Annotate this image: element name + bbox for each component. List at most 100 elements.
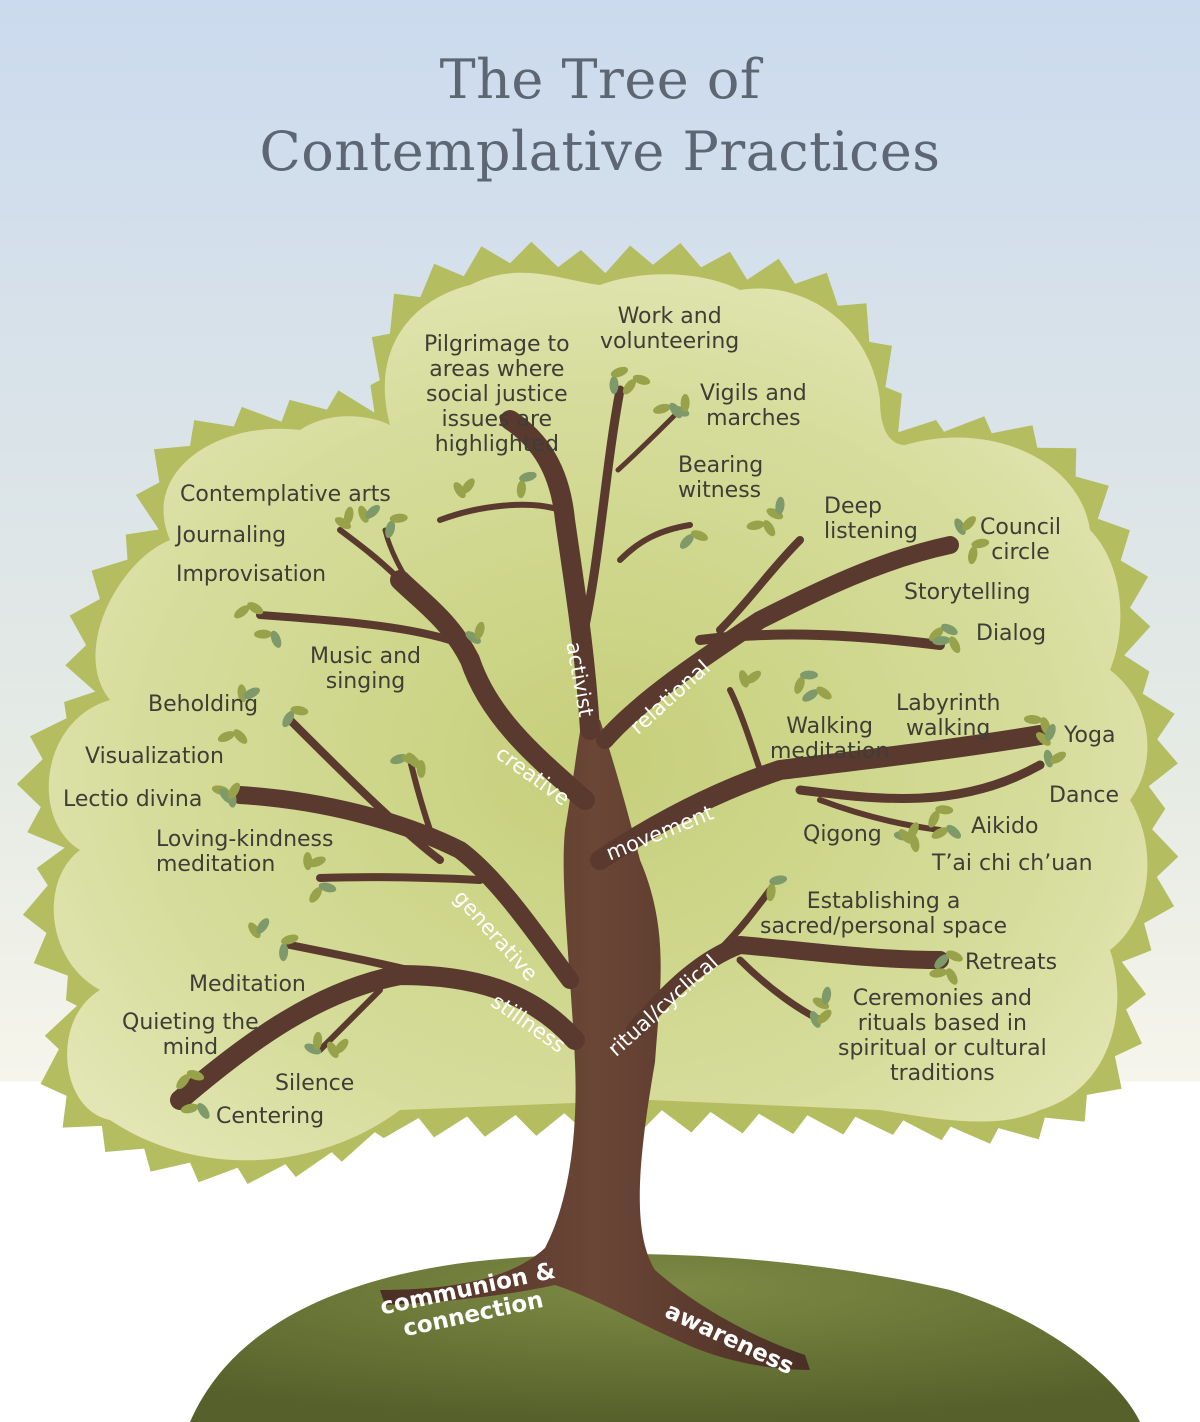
label-bearing-witness: Bearing witness: [678, 453, 763, 503]
leaf: [745, 670, 762, 684]
leaf: [794, 676, 805, 694]
leaf: [402, 754, 420, 765]
title-line-1: The Tree of: [439, 48, 761, 111]
branch-bearing: [617, 522, 693, 563]
branch-relational-2: [695, 629, 945, 650]
label-line: Quieting the: [122, 1010, 259, 1035]
branch-stillness: [170, 965, 585, 1110]
leaf: [309, 887, 322, 903]
leaf: [313, 1031, 323, 1050]
leaf: [968, 546, 978, 565]
branch-vigils: [615, 407, 683, 473]
branch-generative-4: [407, 757, 433, 833]
leaf: [1045, 723, 1056, 742]
label-line: Music and: [310, 644, 421, 669]
tree-trunk: [380, 720, 810, 1370]
branch-activist: [500, 410, 600, 740]
leaf: [809, 1010, 821, 1028]
branch-generative-2: [286, 716, 444, 864]
leaf: [610, 366, 629, 378]
leaf: [308, 856, 326, 868]
branch-stillness-2: [286, 941, 444, 982]
branch-activist-up: [577, 385, 625, 645]
leaf: [233, 729, 248, 744]
label-dialog: Dialog: [976, 621, 1047, 646]
branch-relational: [596, 536, 959, 749]
branch-ritual: [626, 936, 949, 1039]
leaf: [228, 782, 241, 799]
label-line: witness: [678, 478, 762, 503]
leaf: [385, 520, 396, 539]
label-deep-listening: Deep listening: [824, 494, 918, 544]
label-storytelling: Storytelling: [904, 580, 1031, 605]
leaf: [946, 968, 958, 985]
label-labyrinth-walking: Labyrinth walking: [896, 691, 1000, 741]
leaf: [453, 482, 466, 499]
leaf: [247, 602, 264, 615]
label-quieting-mind: Quieting the mind: [122, 1010, 259, 1060]
label-line: Loving-kindness: [156, 827, 334, 852]
label-line: sacred/personal space: [760, 914, 1008, 939]
leaf: [290, 705, 309, 716]
leaf: [775, 496, 785, 515]
leaf: [934, 954, 949, 969]
leaf: [935, 805, 954, 815]
label-yoga: Yoga: [1064, 723, 1116, 748]
leaf: [932, 636, 951, 646]
leaf: [1050, 751, 1067, 764]
tree-trunk-and-branches: [170, 385, 1050, 1370]
label-lectio-divina: Lectio divina: [63, 787, 203, 812]
branch-movement-4: [727, 687, 763, 773]
label-line: listening: [824, 519, 918, 544]
leaf: [270, 630, 282, 648]
leaf: [279, 943, 289, 962]
leaf: [898, 829, 913, 844]
leaf: [254, 629, 273, 639]
label-line: Council: [980, 515, 1062, 540]
leaf: [766, 508, 784, 520]
label-loving-kindness: Loving-kindness meditation: [156, 827, 333, 877]
label-line: areas where: [429, 357, 565, 382]
label-retreats: Retreats: [965, 950, 1058, 975]
label-line: Ceremonies and: [852, 986, 1033, 1011]
label-ceremonies: Ceremonies and rituals based in spiritua…: [838, 986, 1047, 1086]
branch-creative: [390, 570, 595, 810]
leaf: [954, 518, 966, 535]
leaf: [197, 1102, 210, 1119]
label-walking-meditation: Walking meditation: [770, 714, 889, 764]
leaf: [746, 520, 765, 531]
leaf: [941, 623, 958, 636]
leaf: [234, 605, 250, 619]
leaf: [907, 822, 919, 839]
leaf: [928, 627, 944, 642]
label-vigils: Vigils and marches: [700, 381, 807, 431]
label-beholding: Beholding: [148, 692, 259, 717]
leaf: [946, 824, 962, 839]
branch-creative-3: [337, 527, 403, 583]
leaf: [326, 1041, 339, 1059]
label-line: Pilgrimage to: [424, 332, 570, 357]
leaf: [622, 379, 636, 395]
leaf: [680, 393, 690, 412]
leaf: [318, 882, 337, 893]
label-music-singing: Music and singing: [310, 644, 421, 694]
leaf: [802, 689, 819, 702]
label-line: Labyrinth: [896, 691, 1001, 716]
label-taichi: T’ai chi ch’uan: [932, 851, 1093, 876]
label-line: circle: [991, 540, 1050, 565]
leaf: [461, 478, 475, 494]
label-line: marches: [706, 406, 801, 431]
leaf: [281, 934, 299, 945]
branch-movement: [590, 725, 1050, 870]
leaf: [243, 687, 260, 699]
leaf: [474, 621, 485, 640]
branch-ritual-2: [716, 886, 774, 954]
label-sacred-space: Establishing a sacred/personal space: [760, 889, 1007, 939]
label-line: Work and: [617, 304, 722, 329]
label-line: Vigils and: [700, 381, 807, 406]
leaf: [519, 471, 537, 482]
leaf: [928, 810, 940, 828]
label-line: issues are: [441, 407, 553, 432]
label-line: Establishing a: [806, 889, 961, 914]
